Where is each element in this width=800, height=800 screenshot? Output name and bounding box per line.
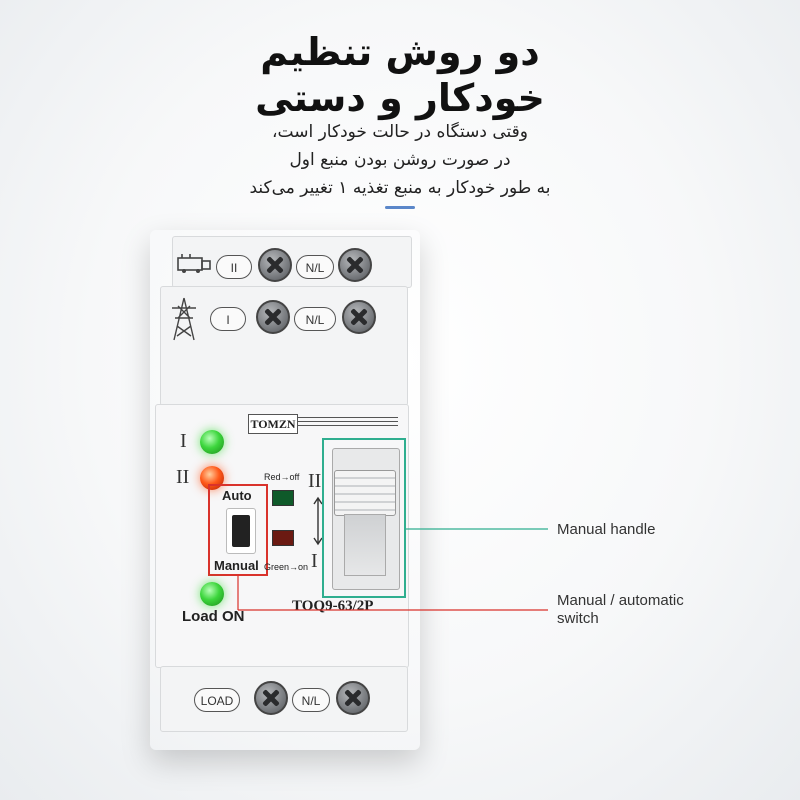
switch-callout-line-1: Manual / automatic — [557, 592, 684, 609]
load-neutral-label: N/L — [292, 688, 330, 712]
indicator-1-mark: I — [180, 430, 187, 452]
load-on-label: Load ON — [182, 608, 245, 625]
source-1-screw-terminal-right[interactable] — [342, 300, 376, 334]
source-1-neutral-label: N/L — [294, 307, 336, 331]
green-on-text: Green→on — [264, 562, 309, 572]
status-window-red — [272, 530, 294, 546]
double-arrow-icon — [312, 496, 324, 546]
red-off-text: Red→off — [264, 472, 300, 482]
source-2-label: II — [216, 255, 252, 279]
load-on-indicator-led — [200, 582, 224, 606]
handle-position-2-mark: II — [308, 470, 322, 492]
status-window-green — [272, 490, 294, 506]
heading-line-2: خودکار و دستی — [255, 76, 545, 120]
heading-line-1: دو روش تنظیم — [260, 30, 540, 74]
mode-auto-label: Auto — [222, 488, 252, 503]
mode-switch-highlight — [208, 484, 268, 576]
indicator-2-mark: II — [176, 466, 190, 488]
manual-handle-callout: Manual handle — [557, 521, 656, 538]
handle-recess — [344, 514, 386, 576]
load-label: LOAD — [194, 688, 240, 712]
mode-manual-label: Manual — [214, 558, 259, 573]
description-line-1: وقتی دستگاه در حالت خودکار است، — [272, 122, 528, 142]
mode-switch-housing — [226, 508, 256, 554]
generator-icon — [176, 252, 212, 274]
handle-position-1-mark: I — [311, 550, 318, 572]
source-2-terminal-block — [172, 236, 412, 288]
source-2-screw-terminal-left[interactable] — [258, 248, 292, 282]
source-2-neutral-label: N/L — [296, 255, 334, 279]
brand-stripes — [298, 417, 398, 429]
source-2-screw-terminal-right[interactable] — [338, 248, 372, 282]
load-screw-terminal-left[interactable] — [254, 681, 288, 715]
source-1-indicator-led — [200, 430, 224, 454]
power-tower-icon — [168, 296, 200, 342]
brand-label: TOMZN — [248, 414, 298, 434]
mode-switch-toggle[interactable] — [232, 515, 250, 547]
accent-divider — [385, 206, 415, 209]
source-2-indicator-led — [200, 466, 224, 490]
manual-handle[interactable] — [334, 470, 396, 516]
source-1-screw-terminal-left[interactable] — [256, 300, 290, 334]
switch-callout-line-2: switch — [557, 610, 599, 627]
description-line-3: به طور خودکار به منبع تغذیه ۱ تغییر می‌ک… — [249, 178, 551, 198]
source-1-label: I — [210, 307, 246, 331]
manual-handle-highlight — [322, 438, 406, 598]
load-screw-terminal-right[interactable] — [336, 681, 370, 715]
description-line-2: در صورت روشن بودن منبع اول — [289, 150, 511, 170]
